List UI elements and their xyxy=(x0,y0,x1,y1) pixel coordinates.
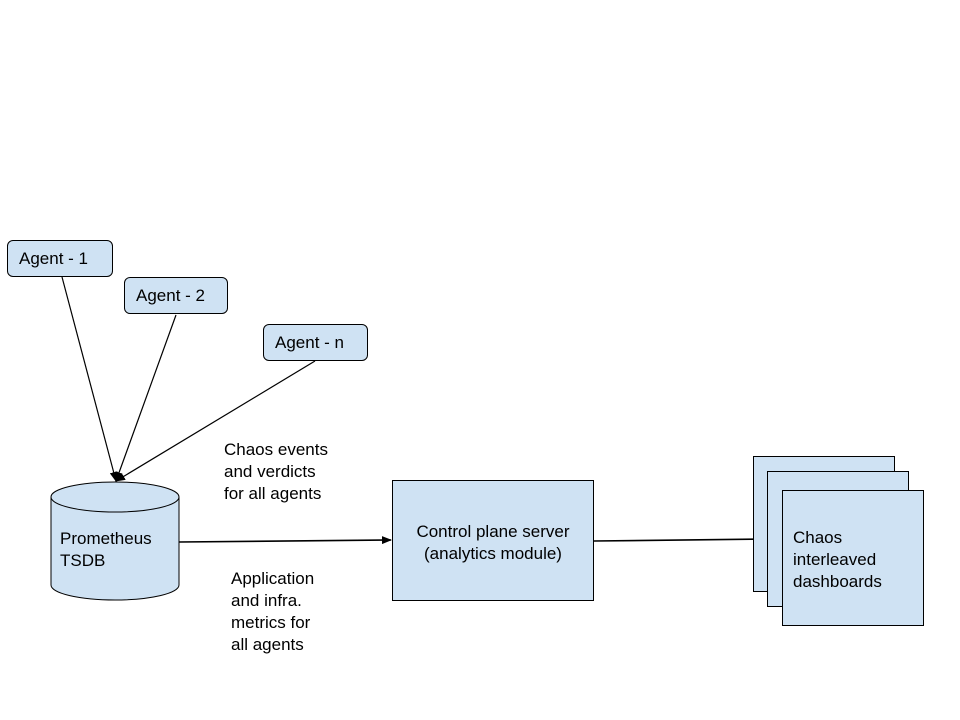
database-label-line: TSDB xyxy=(60,551,106,570)
chaos-events-label: Chaos events and verdicts for all agents xyxy=(224,439,328,505)
connector-database-to-control-plane xyxy=(178,536,392,545)
control-plane-label-line: Control plane server xyxy=(416,522,570,541)
dashboards-label-line: interleaved xyxy=(793,550,877,569)
metrics-label: Application and infra. metrics for all a… xyxy=(231,568,314,656)
chaos-events-label-line: Chaos events xyxy=(224,440,328,459)
dashboards-box[interactable]: Chaos interleaved dashboards xyxy=(782,490,924,626)
metrics-label-line: metrics for xyxy=(231,613,311,632)
metrics-label-line: all agents xyxy=(231,635,304,654)
agent-2-box[interactable]: Agent - 2 xyxy=(124,277,228,314)
chaos-events-label-line: for all agents xyxy=(224,484,322,503)
dashboards-label-line: Chaos xyxy=(793,528,843,547)
control-plane-server-box[interactable]: Control plane server (analytics module) xyxy=(392,480,594,601)
dashboards-label-line: dashboards xyxy=(793,572,882,591)
metrics-label-line: and infra. xyxy=(231,591,302,610)
connector-agent-2-to-database xyxy=(115,314,177,482)
database-label-line: Prometheus xyxy=(60,529,152,548)
connector-agent-1-to-database xyxy=(61,276,118,482)
connector-control-plane-to-dashboards xyxy=(593,535,768,544)
database-label: Prometheus TSDB xyxy=(60,528,152,572)
agent-n-box[interactable]: Agent - n xyxy=(263,324,368,361)
database-cylinder xyxy=(50,481,180,601)
metrics-label-line: Application xyxy=(231,569,315,588)
connector-agent-n-to-database xyxy=(115,360,316,482)
chaos-events-label-line: and verdicts xyxy=(224,462,316,481)
agent-1-box[interactable]: Agent - 1 xyxy=(7,240,113,277)
control-plane-label-line: (analytics module) xyxy=(424,544,562,563)
